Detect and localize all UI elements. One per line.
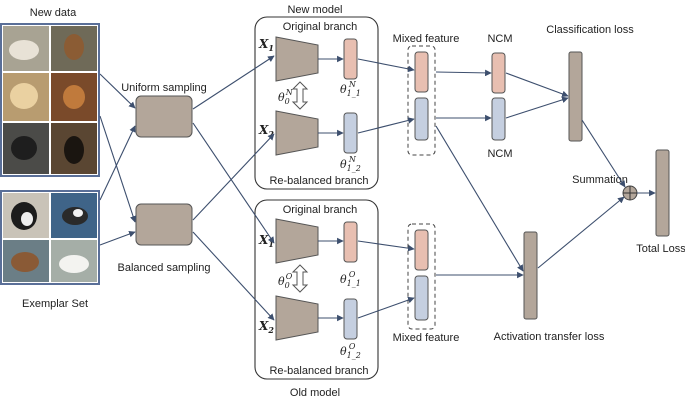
new-model-box	[254, 16, 379, 190]
total-loss-label: Total Loss	[636, 243, 685, 255]
old-model-label: Old model	[290, 387, 340, 399]
ncm-top-feature	[491, 52, 506, 94]
uniform-sampler-block	[135, 95, 193, 138]
balanced-sampling-label: Balanced sampling	[118, 262, 211, 274]
theta1-1-old-symbol: θ1_1O	[340, 270, 361, 288]
rebalanced-branch-new-label: Re-balanced branch	[269, 175, 368, 187]
feature-new-rebalanced	[343, 112, 358, 154]
new-data-label: New data	[30, 7, 77, 19]
original-branch-new-label: Original branch	[283, 21, 358, 33]
x2-old-symbol: X2	[258, 319, 274, 335]
feature-old-rebalanced	[343, 298, 358, 340]
mixed-feature-top-box	[407, 45, 436, 156]
classification-loss-label: Classification loss	[546, 24, 634, 36]
balanced-sampler-block	[135, 203, 193, 246]
ncm-bottom-feature	[491, 97, 506, 141]
mixed-feature-top-rebalanced	[414, 97, 429, 141]
theta1-2-old-symbol: θ1_2O	[340, 342, 361, 360]
classification-loss-bar	[568, 51, 583, 142]
new-data-grid	[0, 23, 100, 177]
mixed-feature-bottom-rebalanced	[414, 275, 429, 321]
edges	[99, 55, 656, 322]
encoder-new-rebalanced	[275, 110, 319, 156]
summation-label: Summation	[572, 174, 628, 186]
theta1-1-new-symbol: θ1_1N	[340, 80, 361, 98]
summation-icon	[622, 185, 638, 201]
mixed-feature-top-original	[414, 51, 429, 93]
exemplar-set-label: Exemplar Set	[22, 298, 88, 310]
new-model-label: New model	[287, 4, 342, 16]
encoder-old-rebalanced	[275, 295, 319, 341]
exemplar-set-grid	[0, 190, 100, 285]
weight-sharing-old-icon	[291, 264, 309, 293]
ncm-bottom-label: NCM	[487, 148, 512, 160]
mixed-feature-top-label: Mixed feature	[393, 33, 460, 45]
original-branch-old-label: Original branch	[283, 204, 358, 216]
weight-sharing-new-icon	[291, 81, 309, 110]
encoder-new-original	[275, 36, 319, 82]
ncm-top-label: NCM	[487, 33, 512, 45]
mixed-feature-bottom-original	[414, 229, 429, 271]
theta0-old-symbol: θ0O	[278, 272, 293, 290]
feature-old-original	[343, 221, 358, 263]
theta0-new-symbol: θ0N	[278, 88, 294, 106]
activation-transfer-loss-label: Activation transfer loss	[494, 331, 605, 343]
theta1-2-new-symbol: θ1_2N	[340, 155, 361, 173]
mixed-feature-bottom-label: Mixed feature	[393, 332, 460, 344]
x1-old-symbol: X1	[258, 233, 274, 249]
encoder-old-original	[275, 218, 319, 264]
mixed-feature-bottom-box	[407, 223, 436, 330]
uniform-sampling-label: Uniform sampling	[121, 82, 207, 94]
total-loss-bar	[655, 149, 670, 237]
old-model-box	[254, 199, 379, 380]
activation-transfer-loss-bar	[523, 231, 538, 320]
x1-new-symbol: X1	[258, 37, 274, 53]
feature-new-original	[343, 38, 358, 80]
rebalanced-branch-old-label: Re-balanced branch	[269, 365, 368, 377]
